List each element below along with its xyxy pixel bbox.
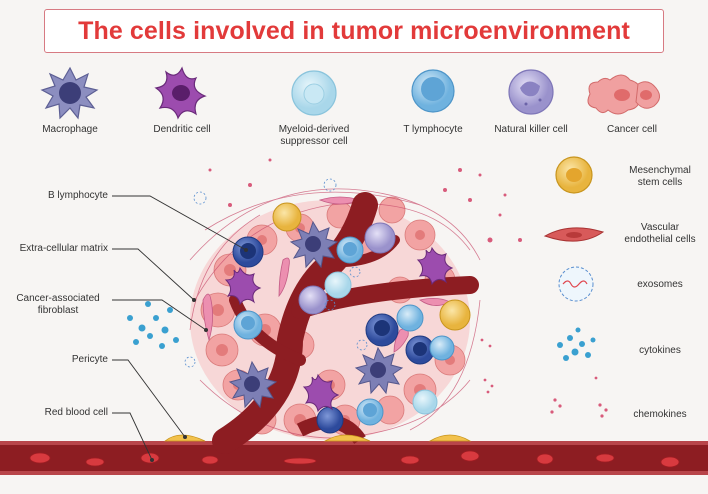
natural-killer-cell-icon: [508, 69, 554, 115]
label-pericyte: Pericyte: [71, 354, 108, 365]
cancer-cell-icon: [587, 74, 660, 115]
chemokines-legend-icon: [480, 338, 608, 418]
msc-legend-icon: [555, 156, 593, 194]
title-box: The cells involved in tumor microenviron…: [44, 9, 664, 53]
label-extra-cellular-matrix: Extra-cellular matrix: [19, 243, 108, 254]
label-red-blood-cell: Red blood cell: [44, 407, 108, 418]
chemokine-dots: [208, 158, 522, 243]
t-lymphocyte-icon: [411, 69, 455, 113]
label-t-lymphocyte: T lymphocyte: [403, 124, 463, 135]
page-title: The cells involved in tumor microenviron…: [78, 17, 630, 45]
label-msc: Mesenchymal stem cells: [629, 165, 691, 188]
label-b-lymphocyte: B lymphocyte: [47, 190, 108, 201]
vec-legend-icon: [543, 227, 605, 242]
leader-lines: [112, 195, 247, 461]
t-cells-in-tumor: [233, 236, 455, 426]
exosome-specks: [184, 178, 368, 368]
dendritic-cell-icon: [154, 66, 207, 120]
mdsc-icon: [291, 70, 337, 116]
leader-dots: [150, 248, 248, 462]
label-macrophage: Macrophage: [42, 124, 98, 135]
dendritic-cells-in-tumor: [224, 246, 454, 413]
cytokine-cluster: [127, 301, 179, 349]
blood-vessel: [0, 192, 708, 475]
label-mdsc: Myeloid-derived suppressor cell: [278, 124, 350, 147]
macrophages-in-tumor: [228, 220, 404, 409]
cytokines-legend-icon: [557, 327, 596, 361]
label-caf: Cancer-associated fibroblast: [16, 293, 100, 316]
label-exosomes: exosomes: [637, 279, 683, 290]
label-cancer-cell: Cancer cell: [606, 124, 658, 135]
label-chemokines: chemokines: [633, 409, 687, 420]
exosome-legend-icon: [558, 266, 594, 302]
label-dendritic-cell: Dendritic cell: [153, 124, 211, 135]
macrophage-icon: [40, 66, 99, 120]
label-natural-killer-cell: Natural killer cell: [494, 124, 568, 135]
msc-in-tumor: [272, 202, 471, 331]
label-cytokines: cytokines: [639, 345, 681, 356]
label-vec: Vascular endothelial cells: [624, 222, 696, 245]
nk-cells-in-tumor: [298, 222, 396, 315]
